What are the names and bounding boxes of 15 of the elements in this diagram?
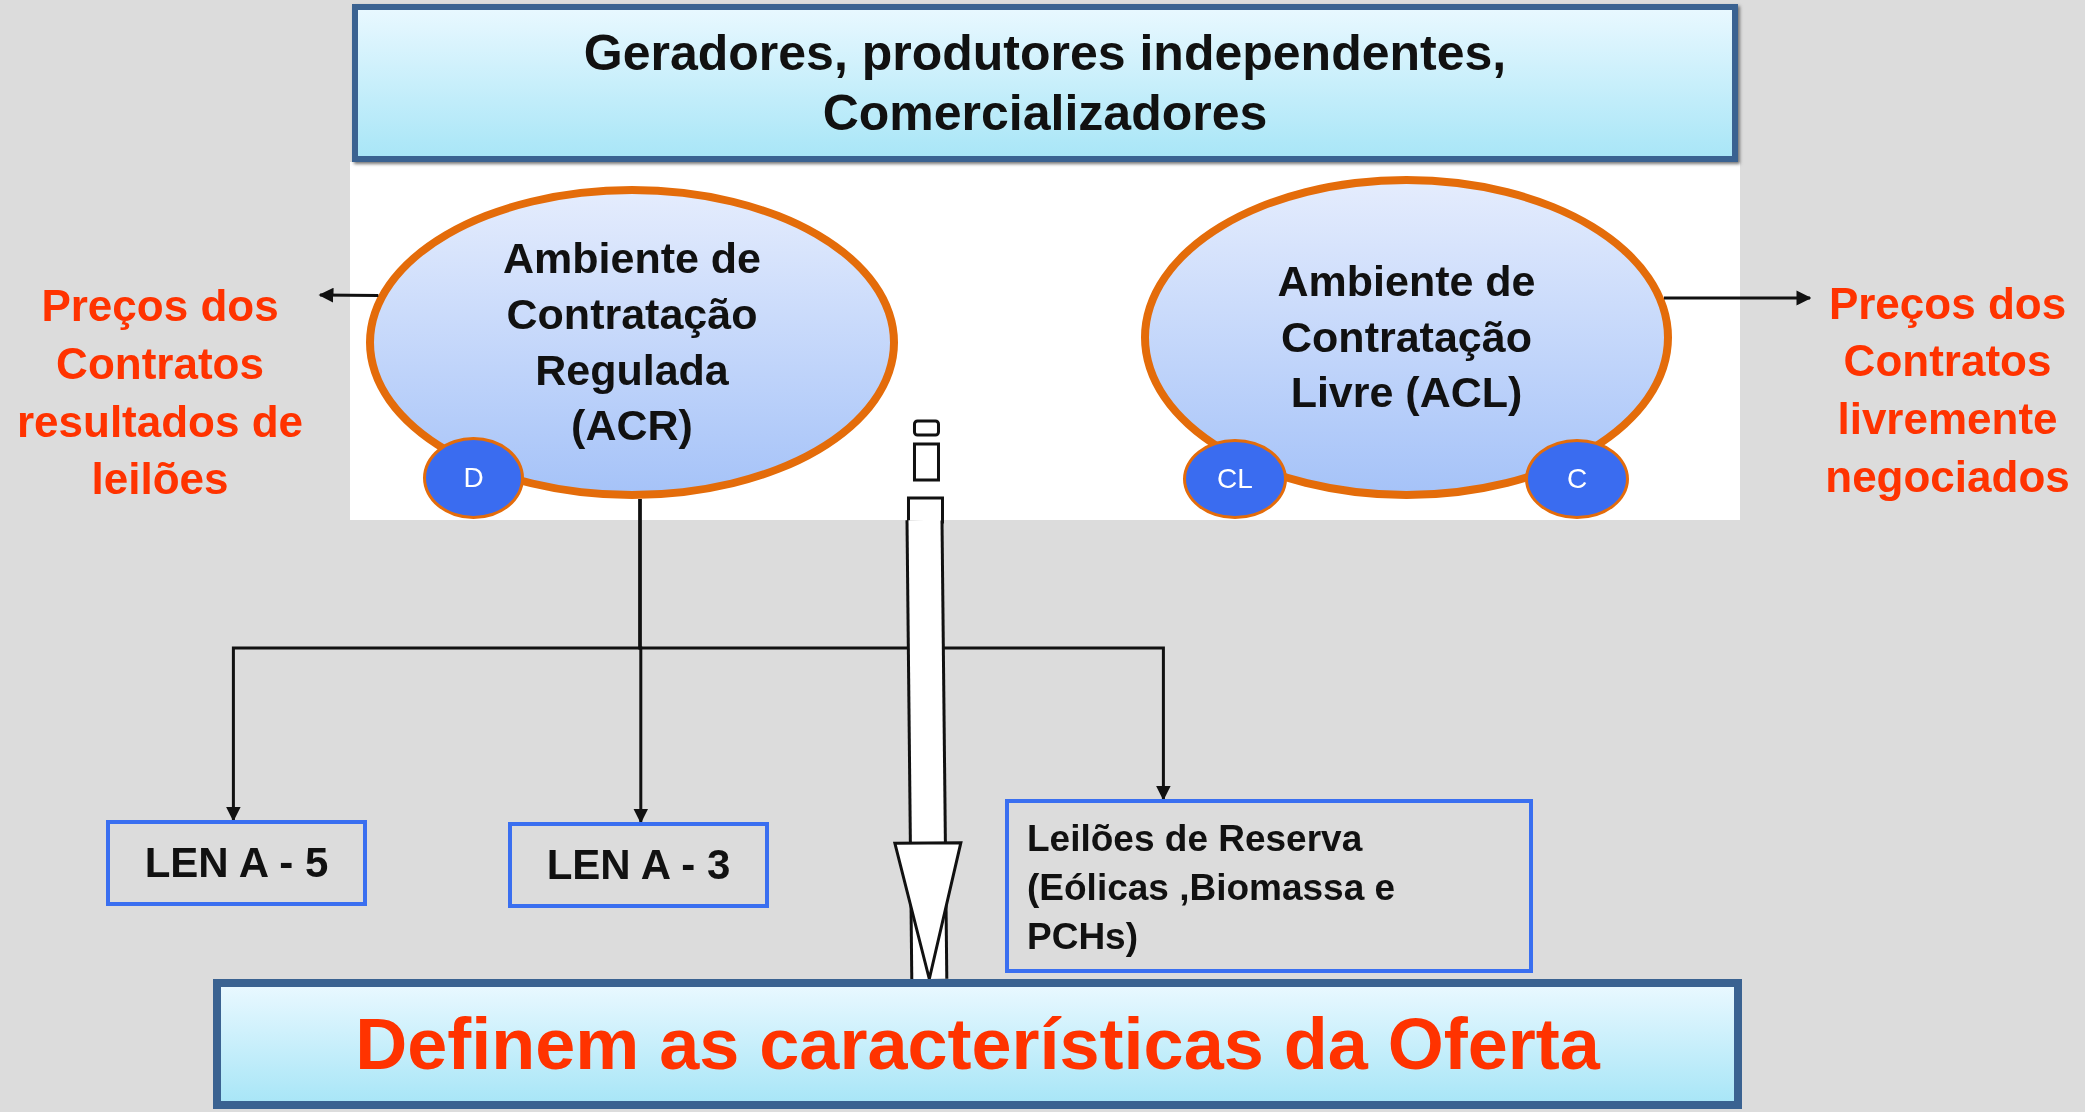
auction-box: Leilões de Reserva (Eólicas ,Biomassa e PCHs) bbox=[1005, 799, 1533, 973]
box-shape bbox=[350, 162, 1740, 520]
auction-box: LEN A - 3 bbox=[508, 822, 769, 908]
side-note: Preços dos Contratos livremente negociados bbox=[1810, 275, 2085, 505]
circle-badge: D bbox=[423, 437, 524, 519]
arrow bbox=[318, 287, 379, 303]
auction-box: LEN A - 5 bbox=[106, 820, 367, 906]
block-arrow bbox=[893, 519, 963, 981]
arrow bbox=[638, 499, 1171, 801]
conclusion-box: Definem as características da Oferta bbox=[213, 979, 1742, 1109]
arrow bbox=[1664, 290, 1812, 306]
header-box: Geradores, produtores independentes, Comercializadores bbox=[352, 4, 1738, 162]
circle-badge: C bbox=[1525, 439, 1629, 519]
circle-badge: CL bbox=[1183, 439, 1287, 519]
side-note: Preços dos Contratos resultados de leilões bbox=[0, 280, 320, 505]
